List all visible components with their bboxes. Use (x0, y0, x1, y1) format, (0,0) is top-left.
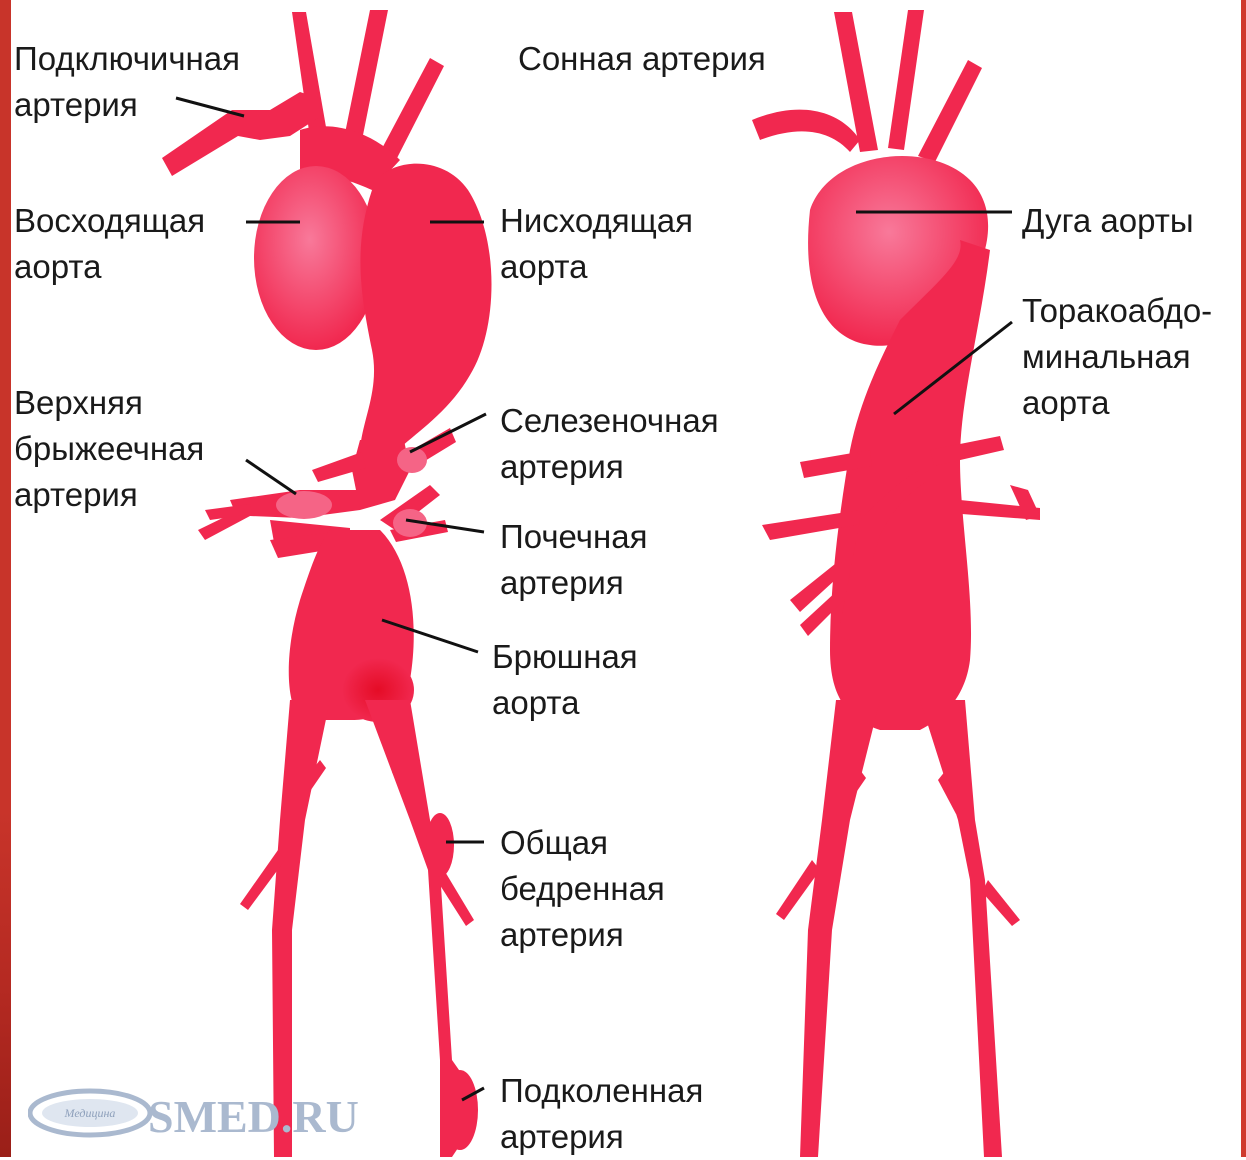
label-descending-aorta: Нисходящая аорта (500, 198, 693, 290)
left-femoral-bulge (426, 813, 454, 877)
label-thoracoabdominal-aorta: Торакоабдо- минальная аорта (1022, 288, 1212, 426)
right-leg-left (800, 700, 880, 1157)
left-branch-vessel-right (378, 58, 444, 162)
label-renal-artery: Почечная артерия (500, 514, 647, 606)
right-leg-right (920, 700, 1002, 1157)
right-aorta-figure (752, 10, 1040, 1157)
label-popliteal-artery: Подколенная артерия (500, 1068, 703, 1160)
left-thoracic-segment (352, 440, 410, 510)
left-aorta-figure (162, 10, 492, 1157)
right-subclavian-vessel (752, 110, 860, 152)
left-mesenteric-bulge (276, 491, 332, 519)
label-subclavian-artery: Подключичная артерия (14, 36, 240, 128)
label-aortic-arch: Дуга аорты (1022, 198, 1194, 244)
leader-mesenteric (246, 460, 296, 494)
right-carotid-vessel-2 (888, 10, 924, 150)
label-splenic-artery: Селезеночная артерия (500, 398, 719, 490)
label-common-femoral-artery: Общая бедренная артерия (500, 820, 665, 958)
right-leg-branch-4 (982, 880, 1020, 926)
left-leg-branch-4 (438, 870, 474, 926)
left-descending-bulge (360, 164, 492, 450)
left-carotid-vessel-2 (342, 10, 388, 150)
label-carotid-artery: Сонная артерия (518, 36, 766, 82)
label-ascending-aorta: Восходящая аорта (14, 198, 205, 290)
left-popliteal-bulge (442, 1070, 478, 1150)
watermark-emblem-text: Медицина (64, 1106, 116, 1120)
label-superior-mesenteric-artery: Верхняя брыжеечная артерия (14, 380, 204, 518)
label-abdominal-aorta: Брюшная аорта (492, 634, 638, 726)
watermark-text: SMED.RU (148, 1090, 359, 1143)
right-branch-vessel-right (918, 60, 982, 162)
left-ascending-bulge (254, 166, 378, 350)
